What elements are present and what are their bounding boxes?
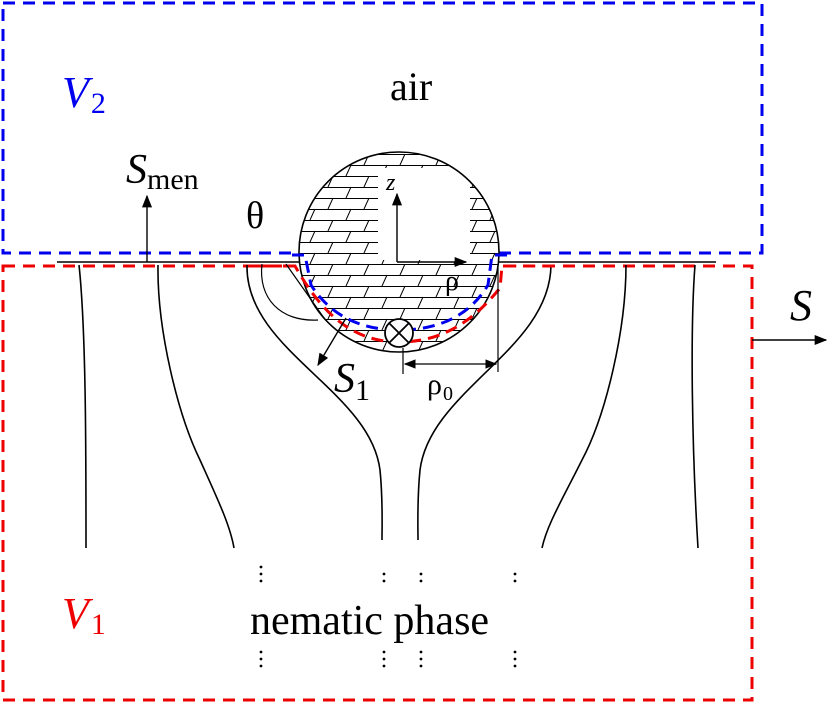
v1-boundary xyxy=(1,264,754,702)
s1-label: S1 xyxy=(334,356,370,407)
rho-label: ρ xyxy=(445,266,459,297)
director-line xyxy=(157,264,235,549)
director-line xyxy=(78,264,87,549)
theta-arc xyxy=(260,263,319,321)
s-men-label: Smen xyxy=(126,147,199,196)
v2-contour xyxy=(292,253,510,332)
theta-label: θ xyxy=(246,195,264,237)
continuation-dots xyxy=(259,565,517,668)
director-line xyxy=(246,264,383,541)
nematic-phase-label: nematic phase xyxy=(250,598,489,644)
air-label: air xyxy=(390,64,432,109)
director-lines xyxy=(78,264,699,549)
director-line xyxy=(417,264,552,541)
z-label: z xyxy=(385,170,396,196)
v1-label: V1 xyxy=(62,589,106,641)
v2-label: V2 xyxy=(62,68,106,120)
circled-cross-icon xyxy=(384,318,414,348)
rho0-label: ρ0 xyxy=(427,368,453,405)
director-line xyxy=(541,264,627,549)
sphere xyxy=(298,151,500,353)
s1-arrow xyxy=(317,317,347,367)
director-line xyxy=(691,264,699,549)
tangent-line xyxy=(285,263,325,319)
s-label: S xyxy=(790,281,812,330)
